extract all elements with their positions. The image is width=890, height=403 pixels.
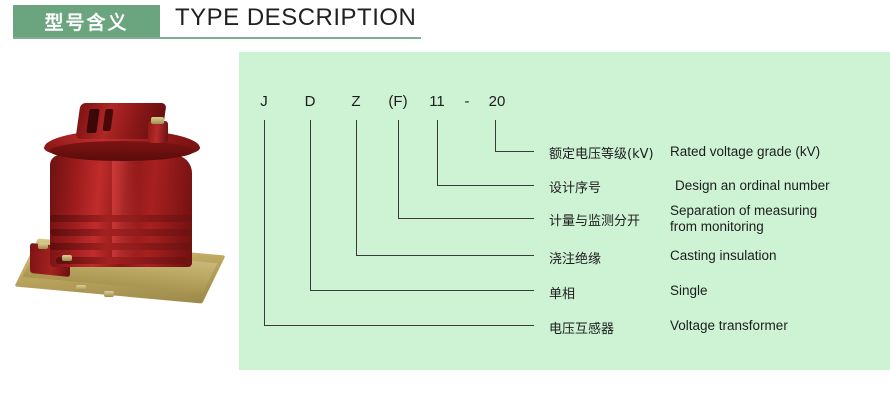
header-underline <box>13 37 421 39</box>
type-code-separator: - <box>464 93 470 110</box>
legend-cn-design-ordinal-number: 设计序号 <box>549 181 602 196</box>
type-code-segment-20: 20 <box>488 93 506 110</box>
header-badge: 型号含义 <box>13 5 160 37</box>
connector-horizontal-11 <box>437 185 534 186</box>
product-bolt <box>76 285 86 291</box>
connector-horizontal-d <box>310 290 534 291</box>
legend-cn-separation-measuring-monitoring: 计量与监测分开 <box>549 214 641 229</box>
type-code-segment-j: J <box>260 93 268 110</box>
connector-horizontal-f <box>398 218 534 219</box>
legend-en-design-ordinal-number: Design an ordinal number <box>675 178 830 193</box>
product-bolt <box>62 255 72 261</box>
connector-horizontal-z <box>356 255 534 256</box>
product-fin <box>50 243 192 250</box>
type-code-segment-f: (F) <box>388 93 408 110</box>
legend-en-separation-monitoring: from monitoring <box>670 219 764 234</box>
product-fin <box>50 215 192 222</box>
legend-cn-single: 单相 <box>549 287 576 302</box>
product-insulator-skirt-under <box>50 141 194 161</box>
legend-cn-casting-insulation: 浇注绝缘 <box>549 252 602 267</box>
header-badge-label: 型号含义 <box>44 11 129 34</box>
legend-en-single: Single <box>670 283 708 298</box>
legend-en-rated-voltage-grade: Rated voltage grade (kV) <box>670 144 821 159</box>
product-bolt <box>38 243 48 249</box>
page-header: 型号含义 TYPE DESCRIPTION <box>0 0 890 45</box>
type-code-segment-11: 11 <box>429 93 445 110</box>
legend-en-casting-insulation: Casting insulation <box>670 248 777 263</box>
legend-en-voltage-transformer: Voltage transformer <box>670 318 788 333</box>
product-bolt <box>104 291 114 297</box>
product-fin <box>50 229 192 236</box>
type-description-panel <box>239 52 890 370</box>
connector-vertical-f <box>398 120 399 219</box>
legend-cn-rated-voltage-grade: 额定电压等级(kV) <box>549 147 654 162</box>
product-terminal-bolt <box>151 117 164 124</box>
legend-cn-voltage-transformer: 电压互感器 <box>549 322 615 337</box>
connector-horizontal-20 <box>495 151 534 152</box>
type-code-segment-d: D <box>304 93 316 110</box>
type-code-segment-z: Z <box>351 93 361 110</box>
page-title: TYPE DESCRIPTION <box>175 4 417 31</box>
connector-vertical-20 <box>495 120 496 152</box>
product-photo <box>14 95 240 325</box>
product-terminal <box>148 121 168 143</box>
legend-en-separation-measuring: Separation of measuring <box>670 203 818 218</box>
connector-horizontal-j <box>264 325 534 326</box>
connector-vertical-11 <box>437 120 438 186</box>
connector-vertical-z <box>356 120 357 256</box>
connector-vertical-j <box>264 120 265 326</box>
product-fin <box>56 257 188 264</box>
connector-vertical-d <box>310 120 311 291</box>
